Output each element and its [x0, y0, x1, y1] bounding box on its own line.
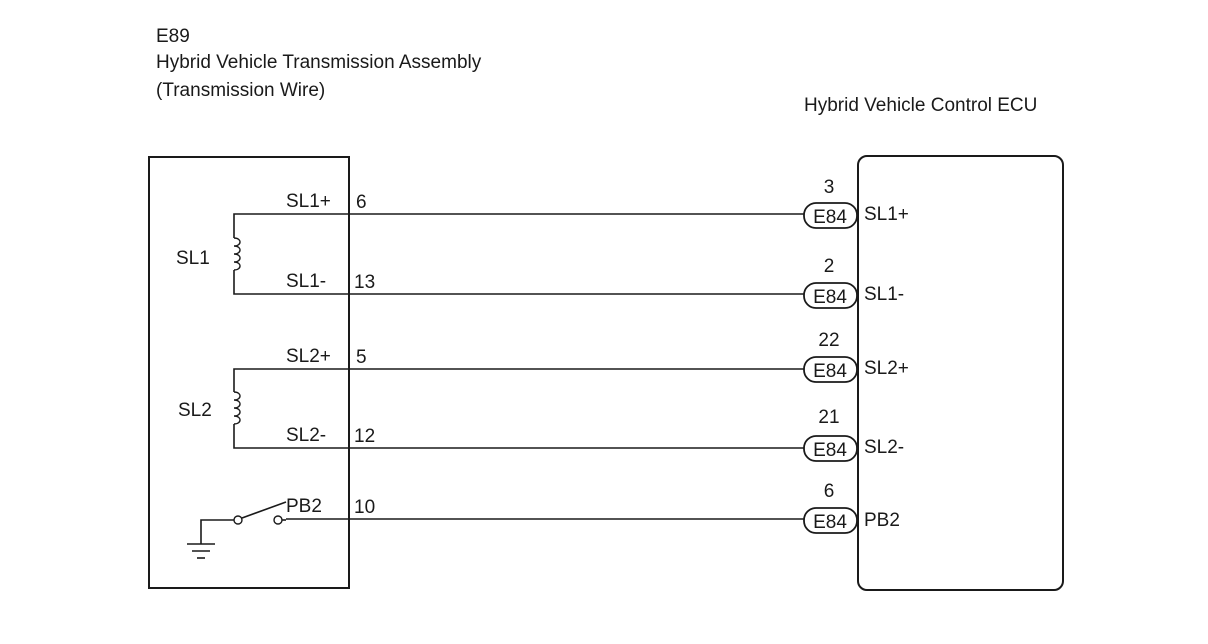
left-component-code: E89 [156, 26, 190, 47]
right-terminal-name: SL1+ [864, 204, 909, 225]
right-pin-number: 21 [818, 407, 839, 428]
connector-e84: E84 [803, 202, 858, 229]
ecu-box [857, 155, 1064, 591]
right-terminal-name: SL1- [864, 284, 904, 305]
left-terminal-name: PB2 [286, 496, 322, 517]
coil-icon [233, 391, 241, 425]
right-pin-number: 22 [818, 330, 839, 351]
connector-e84: E84 [803, 435, 858, 462]
left-pin-number: 12 [354, 426, 375, 447]
solenoid-label-sl1: SL1 [176, 248, 210, 269]
left-pin-number: 13 [354, 272, 375, 293]
connector-label: E84 [813, 361, 847, 382]
left-terminal-name: SL1+ [286, 191, 331, 212]
left-terminal-name: SL2+ [286, 346, 331, 367]
left-pin-number: 10 [354, 497, 375, 518]
sl2-plus-internal [233, 368, 349, 392]
right-pin-number: 2 [824, 256, 835, 277]
switch-icon [200, 501, 287, 544]
left-component-subtitle: (Transmission Wire) [156, 80, 325, 101]
sl1-minus-internal [233, 270, 349, 295]
sl1-plus-internal [233, 213, 349, 238]
right-pin-number: 3 [824, 177, 835, 198]
right-component-name: Hybrid Vehicle Control ECU [804, 95, 1037, 116]
connector-e84: E84 [803, 282, 858, 309]
connector-label: E84 [813, 287, 847, 308]
transmission-assembly-box [148, 156, 350, 589]
left-pin-number: 6 [356, 192, 367, 213]
connector-label: E84 [813, 440, 847, 461]
right-terminal-name: SL2+ [864, 358, 909, 379]
left-terminal-name: SL1- [286, 271, 326, 292]
right-terminal-name: PB2 [864, 510, 900, 531]
right-pin-number: 6 [824, 481, 835, 502]
connector-label: E84 [813, 207, 847, 228]
connector-label: E84 [813, 512, 847, 533]
sl2-minus-internal [233, 424, 349, 449]
left-pin-number: 5 [356, 347, 367, 368]
left-terminal-name: SL2- [286, 425, 326, 446]
solenoid-label-sl2: SL2 [178, 400, 212, 421]
ground-icon [187, 543, 215, 559]
connector-e84: E84 [803, 507, 858, 534]
coil-icon [233, 237, 241, 271]
connector-e84: E84 [803, 356, 858, 383]
right-terminal-name: SL2- [864, 437, 904, 458]
left-component-name: Hybrid Vehicle Transmission Assembly [156, 52, 482, 73]
